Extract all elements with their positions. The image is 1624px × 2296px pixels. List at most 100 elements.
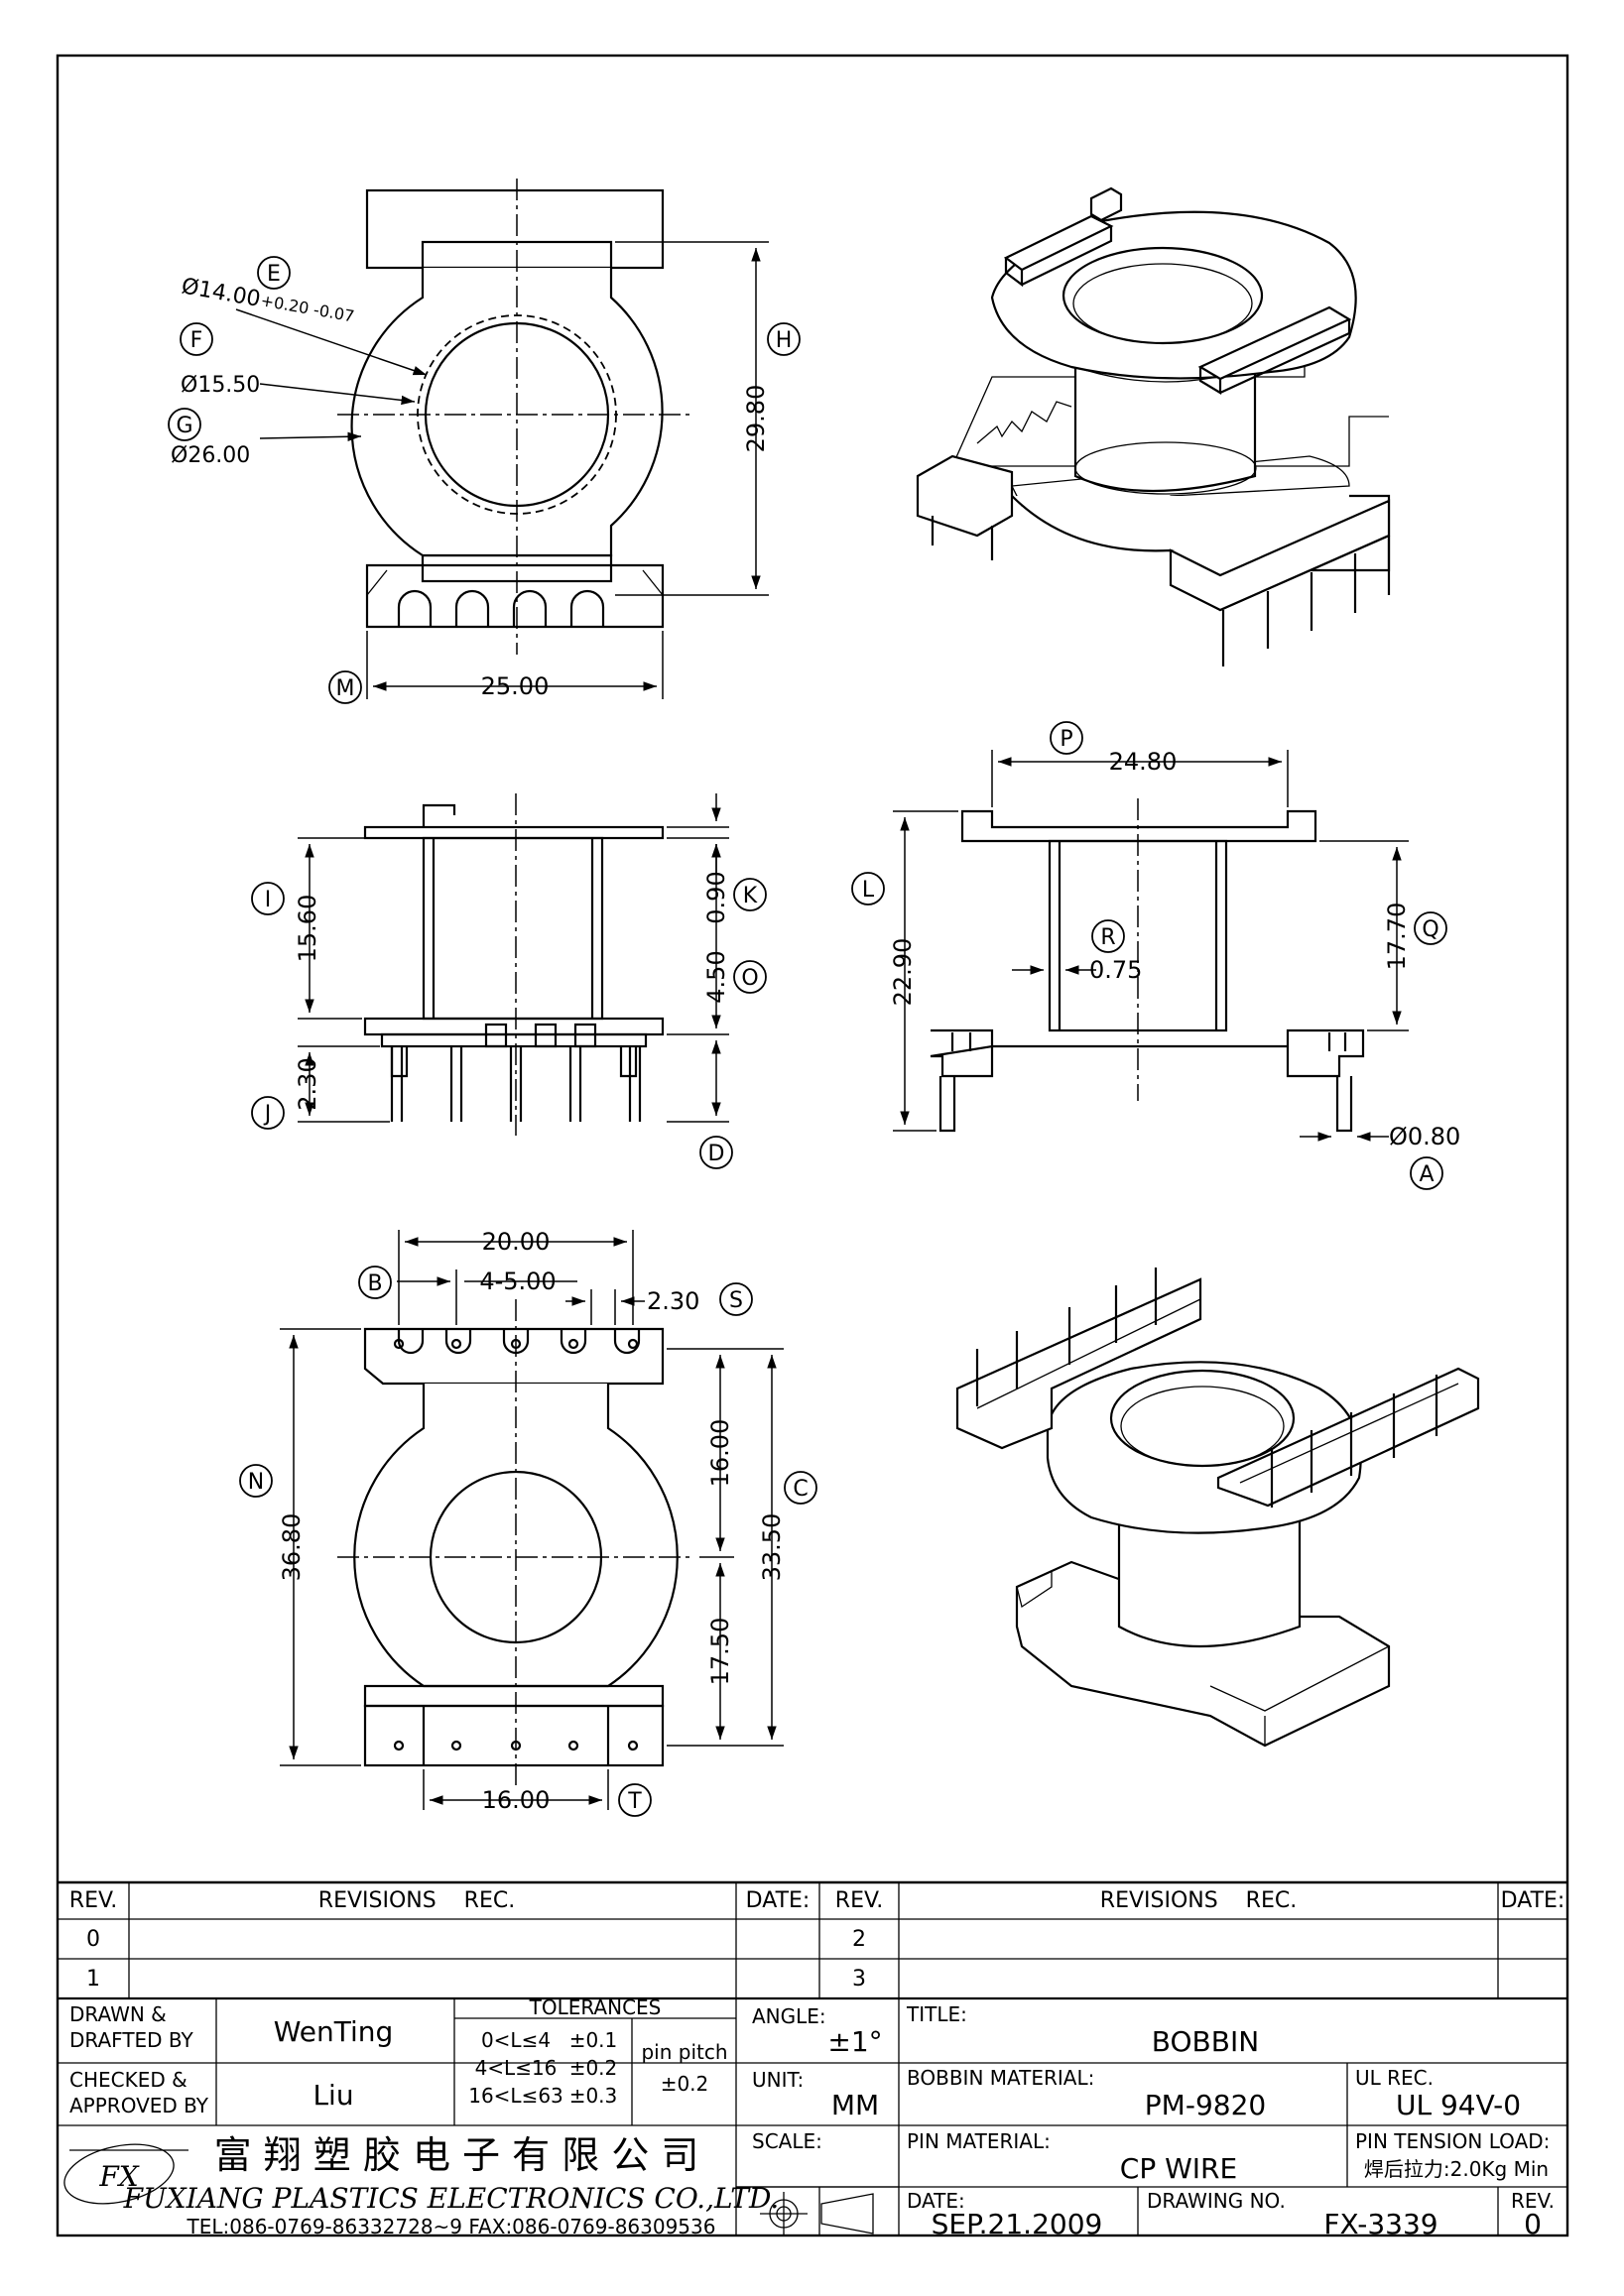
dim-p: 24.80 <box>1109 748 1178 776</box>
date-header-left: DATE: <box>746 1888 811 1913</box>
dim-t: 16.00 <box>482 1786 551 1814</box>
pin-material-value: CP WIRE <box>1120 2152 1237 2185</box>
dim-l: 22.90 <box>889 938 917 1007</box>
pin-tension-value: 焊后拉力:2.0Kg Min <box>1364 2157 1549 2181</box>
dim-h: 29.80 <box>742 385 770 453</box>
svg-text:L: L <box>862 878 875 903</box>
logo-text: FX <box>98 2160 139 2193</box>
bubble-a: A <box>1410 1156 1443 1190</box>
dim-lower-17: 17.50 <box>706 1618 734 1686</box>
bubble-d: D <box>699 1136 733 1169</box>
scale-label: SCALE: <box>752 2129 822 2153</box>
svg-text:K: K <box>743 884 758 908</box>
bubble-i: I <box>251 882 285 915</box>
svg-text:N: N <box>248 1470 264 1495</box>
tolerances-label: TOLERANCES <box>529 1995 662 2019</box>
bubble-c: C <box>784 1471 817 1505</box>
dim-n: 36.80 <box>278 1513 306 1582</box>
bubble-p: P <box>1050 721 1083 755</box>
unit-label: UNIT: <box>752 2068 804 2092</box>
svg-text:D: D <box>708 1142 725 1166</box>
side-view: 15.60 2.30 0.90 4.50 <box>294 793 730 1136</box>
svg-text:I: I <box>265 888 272 912</box>
checked-label: CHECKED &APPROVED BY <box>69 2068 209 2117</box>
pin-tension-label: PIN TENSION LOAD: <box>1355 2129 1550 2153</box>
dim-c: 33.50 <box>758 1513 786 1582</box>
tol-range-0: 0<L≤4 <box>481 2028 551 2052</box>
svg-text:E: E <box>267 262 281 287</box>
title-block: REV. REVISIONS REC. DATE: REV. REVISIONS… <box>58 1880 1567 2240</box>
revisions-header-right: REVISIONS REC. <box>1100 1888 1297 1913</box>
front-section-view: 24.80 22.90 17.70 0.75 Ø0.80 <box>889 748 1460 1150</box>
checked-by: Liu <box>312 2079 353 2112</box>
svg-text:F: F <box>190 328 203 353</box>
rev-row-3: 3 <box>852 1967 866 1992</box>
iso-view-top <box>916 186 1391 666</box>
company-name-en: FUXIANG PLASTICS ELECTRONICS CO.,LTD. <box>123 2182 780 2215</box>
rev-header-right: REV. <box>835 1888 883 1913</box>
bubble-b: B <box>358 1266 392 1299</box>
angle-value: ±1° <box>827 2025 882 2058</box>
bubble-r: R <box>1091 919 1125 953</box>
bubble-k: K <box>733 878 767 911</box>
ul-label: UL REC. <box>1355 2066 1434 2090</box>
tol-value-2: ±0.3 <box>569 2084 618 2108</box>
pin-pitch-label: pin pitch <box>641 2040 727 2064</box>
svg-text:B: B <box>367 1271 382 1296</box>
dim-s: 2.30 <box>647 1287 699 1315</box>
bottom-view: 20.00 4-5.00 2.30 36.80 33.50 16.00 17.5… <box>278 1228 786 1814</box>
date-value: SEP.21.2009 <box>932 2208 1103 2240</box>
rev-value: 0 <box>1524 2208 1542 2240</box>
title-label: TITLE: <box>906 2002 967 2026</box>
svg-text:P: P <box>1060 727 1072 752</box>
dim-k: 0.90 <box>702 871 730 923</box>
dim-g: Ø26.00 <box>171 443 250 468</box>
dim-e-tol: +0.20 -0.07 <box>259 291 355 325</box>
dim-e: Ø14.00 <box>180 274 262 312</box>
sheet-border <box>56 54 1569 2237</box>
top-view: 29.80 25.00 Ø14.00 +0.20 -0.07 Ø15.50 Ø2… <box>171 179 770 700</box>
rev-row-0: 0 <box>86 1927 100 1952</box>
svg-text:A: A <box>1419 1162 1434 1187</box>
dim-q: 17.70 <box>1383 903 1411 971</box>
tol-value-0: ±0.1 <box>569 2028 618 2052</box>
svg-text:T: T <box>627 1789 642 1814</box>
title-value: BOBBIN <box>1152 2025 1259 2058</box>
dim-f: Ø15.50 <box>181 373 260 398</box>
callout-bubbles: E F G H M P I K O J D L Q R A B S N C T <box>168 256 1447 1817</box>
dim-b: 4-5.00 <box>479 1268 556 1295</box>
pin-pitch-tol: ±0.2 <box>661 2072 709 2096</box>
company-logo: FX <box>63 2143 188 2205</box>
bubble-j: J <box>251 1096 285 1130</box>
angle-label: ANGLE: <box>752 2004 826 2028</box>
bubble-e: E <box>257 256 291 290</box>
svg-text:O: O <box>741 966 758 991</box>
bubble-s: S <box>719 1282 753 1316</box>
dim-i: 15.60 <box>294 895 321 963</box>
svg-text:C: C <box>793 1477 808 1502</box>
bubble-l: L <box>851 872 885 906</box>
dim-m: 25.00 <box>481 672 550 700</box>
drawing-no-label: DRAWING NO. <box>1147 2189 1286 2213</box>
svg-text:Q: Q <box>1422 917 1438 942</box>
svg-text:G: G <box>176 414 192 438</box>
bubble-h: H <box>767 322 801 356</box>
rev-row-2: 2 <box>852 1927 866 1952</box>
company-name-cn: 富 翔 塑 胶 电 子 有 限 公 司 <box>214 2133 699 2177</box>
bobbin-material-label: BOBBIN MATERIAL: <box>907 2066 1094 2090</box>
rev-header-left: REV. <box>69 1888 117 1913</box>
rev-label: REV. <box>1511 2189 1555 2213</box>
bubble-n: N <box>239 1464 273 1498</box>
unit-value: MM <box>831 2089 879 2121</box>
drawn-by: WenTing <box>274 2015 394 2048</box>
rev-row-1: 1 <box>86 1967 100 1992</box>
svg-text:M: M <box>336 676 355 701</box>
bubble-g: G <box>168 408 201 441</box>
projection-symbol-icon <box>760 2192 874 2236</box>
pin-material-label: PIN MATERIAL: <box>907 2129 1051 2153</box>
dim-r: 0.75 <box>1089 956 1142 984</box>
dim-a: Ø0.80 <box>1389 1123 1460 1150</box>
drawing-no-value: FX-3339 <box>1323 2208 1437 2240</box>
bubble-o: O <box>733 960 767 994</box>
dim-j: 2.30 <box>294 1057 321 1110</box>
